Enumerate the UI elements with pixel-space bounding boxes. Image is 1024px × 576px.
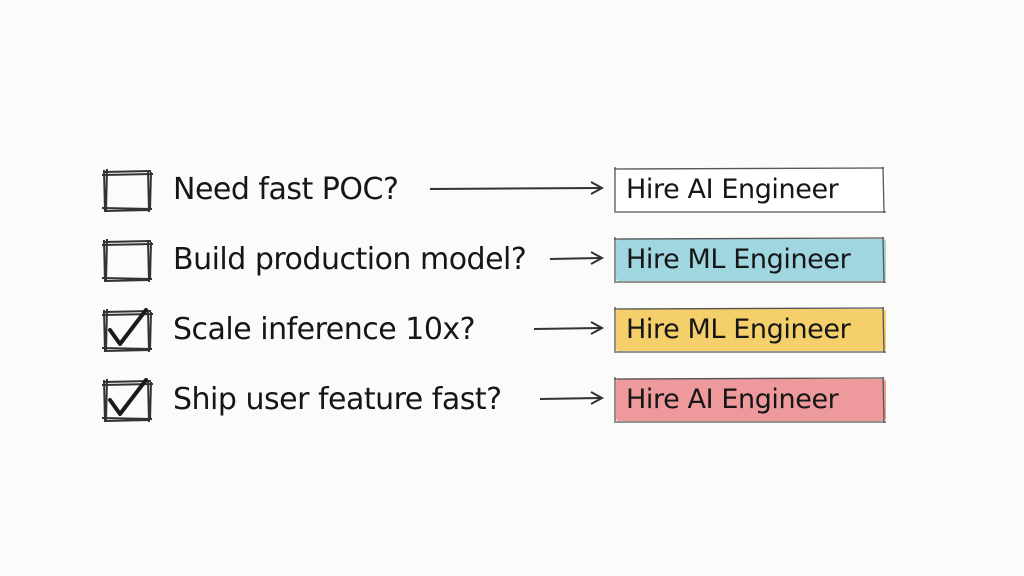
- list-item: Build production model? Hire ML Engineer: [0, 236, 1024, 296]
- question-label: Need fast POC?: [173, 172, 399, 207]
- checkbox-checked-icon: [98, 306, 156, 356]
- recommendation-tag: Hire AI Engineer: [612, 166, 890, 214]
- recommendation-label: Hire ML Engineer: [626, 314, 851, 345]
- question-label: Ship user feature fast?: [173, 382, 502, 417]
- list-item: Scale inference 10x? Hire ML Engineer: [0, 306, 1024, 366]
- recommendation-tag: Hire ML Engineer: [612, 236, 890, 284]
- arrow-right-icon: [532, 312, 608, 344]
- arrow-right-icon: [548, 242, 608, 274]
- arrow-right-icon: [538, 382, 608, 414]
- tag-highlight: [616, 169, 886, 211]
- recommendation-label: Hire ML Engineer: [626, 244, 851, 275]
- question-label: Scale inference 10x?: [173, 312, 476, 347]
- tag-highlight: [616, 379, 886, 421]
- question-label: Build production model?: [173, 242, 527, 277]
- recommendation-label: Hire AI Engineer: [626, 384, 839, 415]
- checkbox-checked-icon: [98, 376, 156, 426]
- recommendation-label: Hire AI Engineer: [626, 174, 839, 205]
- arrow-right-icon: [428, 172, 608, 204]
- recommendation-tag: Hire ML Engineer: [612, 306, 890, 354]
- recommendation-tag: Hire AI Engineer: [612, 376, 890, 424]
- checkbox-unchecked-icon: [98, 166, 156, 216]
- list-item: Ship user feature fast? Hire AI Engineer: [0, 376, 1024, 436]
- tag-highlight: [616, 309, 886, 351]
- checkbox-unchecked-icon: [98, 236, 156, 286]
- tag-highlight: [616, 239, 886, 281]
- list-item: Need fast POC? Hire AI Engineer: [0, 166, 1024, 226]
